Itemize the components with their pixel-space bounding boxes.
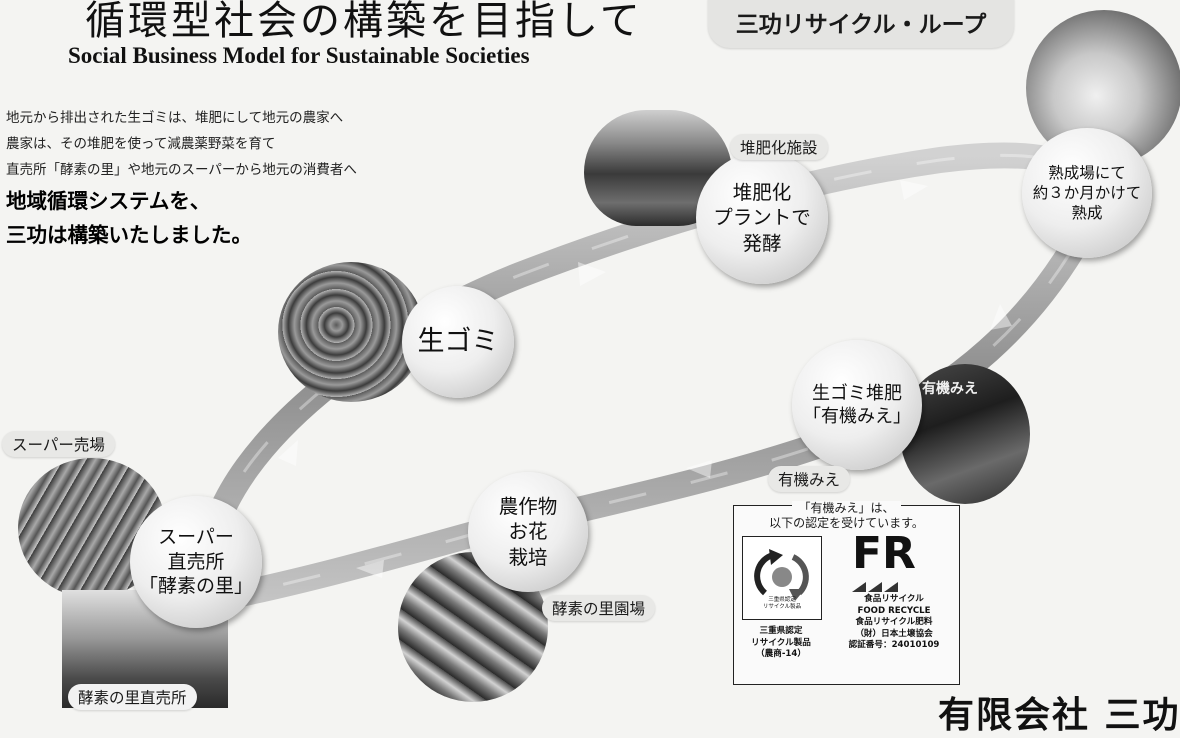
fr-mark-text: FR — [852, 528, 916, 579]
page-title: 循環型社会の構築を目指して — [85, 0, 643, 44]
food-recycle-caption: 食品リサイクル FOOD RECYCLE 食品リサイクル肥料 （財）日本土壌協会… — [848, 594, 940, 651]
arrow-chevron — [990, 304, 1012, 330]
compost-bag-print: 有機みえ — [922, 381, 978, 397]
fr-mark: FR — [846, 528, 920, 594]
mie-certification-caption: 三重県認定 リサイクル製品 （農商-14） — [751, 626, 811, 660]
page-subtitle: Social Business Model for Sustainable So… — [68, 43, 530, 68]
certification-subheading: 以下の認定を受けています。 — [769, 516, 924, 530]
supermarket-floor-label: スーパー売場 — [2, 431, 115, 457]
intro-line: 直売所「酵素の里」や地元のスーパーから地元の消費者へ — [6, 162, 357, 178]
loop-path — [174, 142, 1103, 613]
certification-heading: 「有機みえ」は、 — [792, 501, 901, 515]
company-name: 有限会社 三功 — [938, 695, 1180, 736]
facility-label: 堆肥化施設 — [730, 134, 828, 160]
node-compost-product: 生ゴミ堆肥 「有機みえ」 — [792, 340, 922, 470]
certification-box: 「有機みえ」は、 以下の認定を受けています。 三重県認定 リサイクル製品 三重県… — [733, 501, 960, 685]
node-label: 生ゴミ — [417, 326, 499, 358]
intro-line: 地元から排出された生ゴミは、堆肥にして地元の農家へ — [6, 110, 344, 126]
mie-recycle-logo: 三重県認定 リサイクル製品 — [742, 536, 822, 620]
loop-title: 三功リサイクル・ループ — [708, 0, 1014, 48]
node-maturing: 熟成場にて 約３か月かけて 熟成 — [1022, 128, 1152, 258]
node-crops: 農作物 お花 栽培 — [468, 472, 588, 592]
node-label: 熟成場にて 約３か月かけて 熟成 — [1032, 163, 1142, 223]
farm-label: 酵素の里園場 — [542, 595, 656, 621]
node-label: 生ゴミ堆肥 「有機みえ」 — [803, 382, 911, 427]
node-composting-plant: 堆肥化 プラントで 発酵 — [696, 152, 828, 284]
recycle-loop-band — [174, 142, 1103, 613]
intro-line: 農家は、その堆肥を使って減農薬野菜を育て — [6, 136, 276, 152]
compost-bag-photo — [900, 364, 1030, 504]
node-label: 堆肥化 プラントで 発酵 — [713, 180, 811, 255]
direct-shop-label: 酵素の里直売所 — [68, 684, 197, 710]
product-label: 有機みえ — [768, 466, 851, 492]
arrow-chevron — [900, 180, 928, 200]
arrow-chevron — [356, 560, 384, 578]
intro-headline: 地域循環システムを、 — [6, 189, 211, 213]
node-food-waste: 生ゴミ — [402, 286, 514, 398]
intro-headline: 三功は構築いたしました。 — [6, 223, 252, 247]
logo-inner-text: 三重県認定 リサイクル製品 — [762, 597, 802, 611]
node-label: 農作物 お花 栽培 — [498, 494, 558, 569]
node-supermarket: スーパー 直売所 「酵素の里」 — [130, 496, 262, 628]
recycle-arrows-icon — [754, 549, 809, 601]
arrow-chevron — [686, 460, 712, 478]
food-waste-photo — [278, 262, 424, 402]
node-label: スーパー 直売所 「酵素の里」 — [138, 525, 253, 598]
arrow-chevron — [578, 262, 606, 286]
fr-arrows-icon — [852, 582, 898, 592]
arrow-chevron — [278, 440, 298, 466]
